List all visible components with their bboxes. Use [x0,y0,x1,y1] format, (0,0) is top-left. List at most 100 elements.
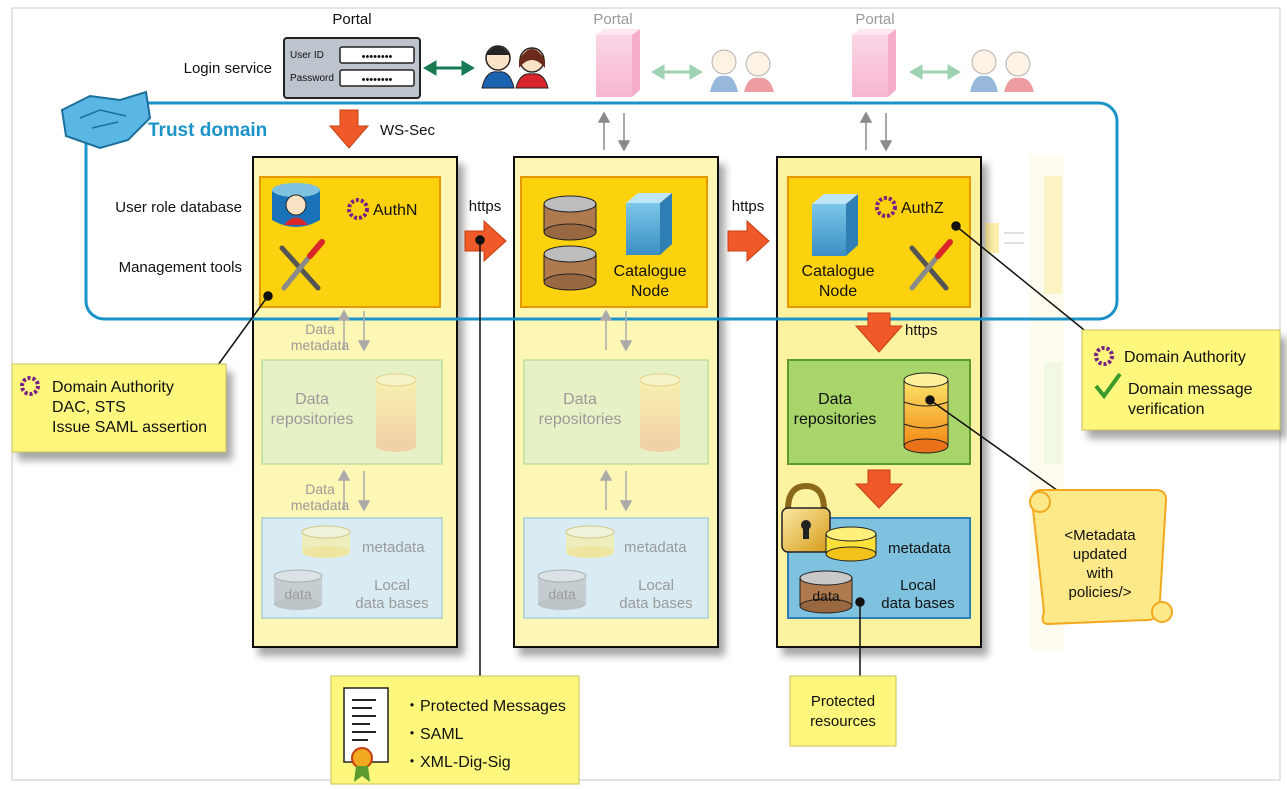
https-arrow-2 [727,219,770,263]
ws-sec-arrow [328,109,370,149]
catalogue-2-line2: Node [631,283,669,300]
repo-1-line1: Data [295,391,329,408]
gear-icon [347,198,369,220]
metadata-label-2: metadata [624,539,687,556]
protected-resources-line1: Protected [811,693,875,710]
catalogue-3-line1: Catalogue [802,263,875,280]
users-icon-faded-3 [970,49,1034,92]
userid-label: User ID [290,50,324,61]
portal-2-label: Portal [593,11,632,28]
domain-authority-right-line2: Domain message [1128,381,1253,398]
catalogue-cube-icon-2 [626,193,672,255]
scroll-line4: policies/> [1069,584,1132,601]
scroll-icon [1029,489,1173,626]
https-label-2: https [732,198,765,215]
portal-cube-3 [852,29,896,97]
catalogue-2-line1: Catalogue [614,263,687,280]
local-db-1-line1: Local [374,577,410,594]
portal-user-arrow-2 [651,64,703,80]
catalogue-cube-icon-3 [812,194,858,256]
password-label: Password [290,73,334,84]
local-db-2-line1: Local [638,577,674,594]
data-metadata-2-line1: Data [305,481,335,497]
repo-2-line2: repositories [539,411,622,428]
document-icon [343,687,389,782]
data-metadata-arrows-2 [337,469,371,512]
catalogue-box-2 [520,176,708,308]
trust-domain-label: Trust domain [148,120,267,141]
scroll-line1: <Metadata [1064,527,1136,544]
management-tools-label: Management tools [119,259,242,276]
users-icon-faded-2 [710,49,774,92]
user-role-database-label: User role database [115,199,242,216]
gear-icon [20,376,40,396]
https-arrow-3 [854,312,904,353]
user-db-icon [272,183,320,227]
local-db-3-line2: data bases [881,595,954,612]
data-metadata-1-line2: metadata [291,337,350,353]
gear-icon [1094,346,1114,366]
portal-link-arrows-3 [859,111,893,152]
https-label-1: https [469,198,502,215]
password-field[interactable] [339,69,415,87]
repo-db-icon-1 [375,373,417,452]
tools-icon [279,239,325,291]
lock-icon [781,482,831,553]
login-user-arrow [423,60,475,76]
portal-link-arrows-2 [597,111,631,152]
protected-resources-line2: resources [810,713,876,730]
protected-resources-callout [789,675,897,747]
https-arrow-1 [464,219,507,263]
repo-1-line2: repositories [271,411,354,428]
scroll-line3: with [1086,565,1114,582]
users-icon [481,45,549,89]
data-metadata-arrows-1 [337,309,371,352]
portal-user-arrow-3 [909,64,961,80]
metadata-db-icon-2 [565,525,615,558]
portal-cube-2 [596,29,640,97]
ws-sec-label: WS-Sec [380,122,436,139]
metadata-db-icon-1 [301,525,351,558]
catalogue-db-icon-bottom [543,245,597,291]
userid-field[interactable] [339,46,415,64]
authn-label: AuthN [373,202,417,219]
portal-3-label: Portal [855,11,894,28]
local-db-1-line2: data bases [355,595,428,612]
password-value: •••••••• [362,74,393,86]
repo-to-db-arrow [854,469,904,509]
portal-1-label: Portal [332,11,371,28]
repo-2-line1: Data [563,391,597,408]
messages-line1: ・Protected Messages [404,698,566,715]
repo-db-icon-2 [639,373,681,452]
local-db-2-line2: data bases [619,595,692,612]
repo-3-line1: Data [818,391,852,408]
faded-link-arrow [985,223,1024,253]
data-label-1: data [284,586,311,602]
gear-icon [875,196,897,218]
handshake-icon [60,90,152,150]
data-db-icon-3 [799,570,853,614]
login-panel: User ID •••••••• Password •••••••• [283,37,421,99]
node2-arrows-a [599,309,633,352]
node-column-4-faded [1030,155,1064,650]
userid-value: •••••••• [362,51,393,63]
checkmark-icon [1094,372,1122,400]
tools-icon [909,239,953,291]
data-db-icon-1 [273,569,323,610]
login-service-label: Login service [184,60,272,77]
catalogue-3-line2: Node [819,283,857,300]
node2-arrows-b [599,469,633,512]
messages-line2: ・SAML [404,726,464,743]
data-db-icon-2 [537,569,587,610]
https-label-3: https [905,322,938,339]
local-db-3-line1: Local [900,577,936,594]
repo-3-line2: repositories [794,411,877,428]
data-metadata-1-line1: Data [305,321,335,337]
data-label-2: data [548,586,575,602]
metadata-label-1: metadata [362,539,425,556]
scroll-line2: updated [1073,546,1127,563]
messages-line3: ・XML-Dig-Sig [404,754,511,771]
repo-db-icon-3 [903,372,949,454]
